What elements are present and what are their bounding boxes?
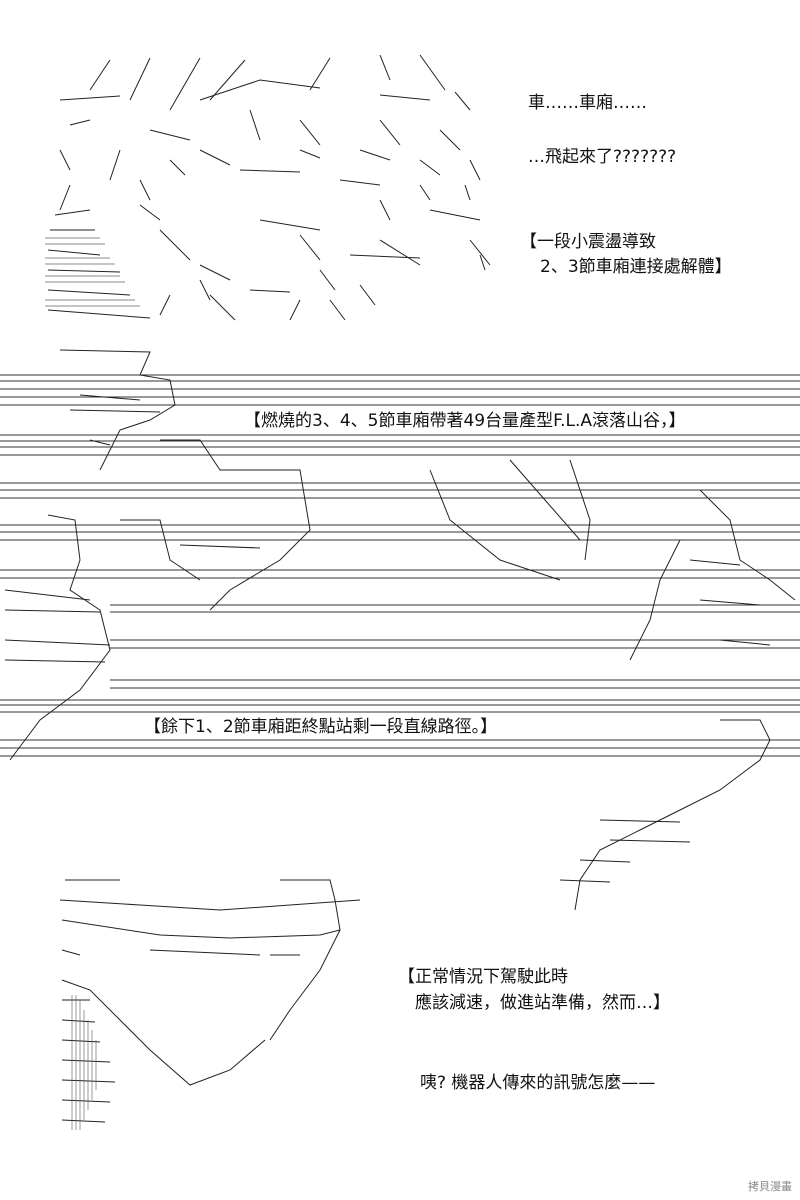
caption-1a: 【一段小震盪導致 (520, 232, 656, 252)
dialogue-line-1: 車……車廂…… (528, 93, 647, 113)
dialogue-line-3: 咦? 機器人傳來的訊號怎麼—— (420, 1073, 656, 1093)
dialogue-line-2: …飛起來了??????? (528, 147, 677, 167)
caption-4b: 應該減速，做進站準備，然而…】 (415, 993, 670, 1013)
caption-2: 【燃燒的3、4、5節車廂帶著49台量產型F.L.A滾落山谷，】 (240, 410, 690, 432)
caption-1b: 2、3節車廂連接處解體】 (540, 257, 732, 277)
watermark: 拷貝漫畫 (748, 1180, 792, 1193)
caption-4a: 【正常情況下駕駛此時 (398, 967, 568, 987)
caption-3: 【餘下1、2節車廂距終點站剩一段直線路徑。】 (140, 716, 502, 738)
